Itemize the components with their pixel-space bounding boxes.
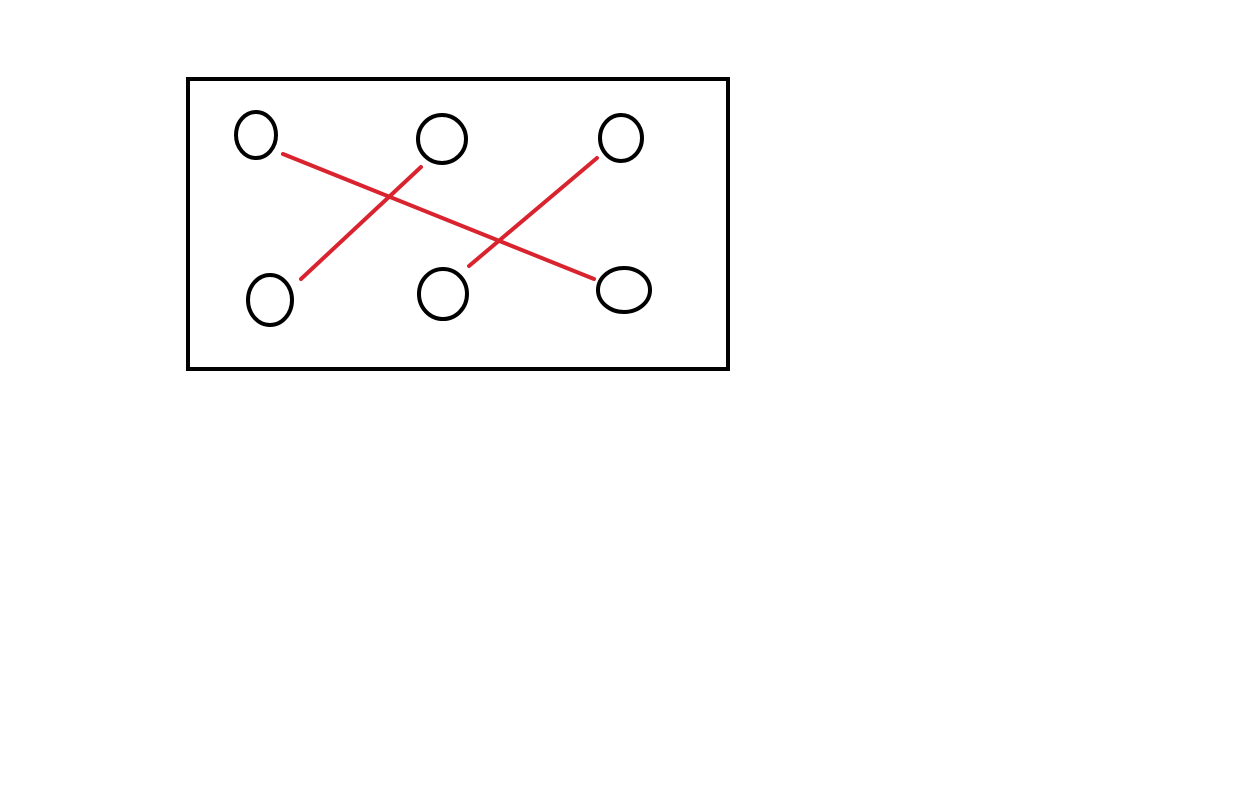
connector-node-top-left-to-node-bottom-right — [281, 152, 596, 281]
node-top-right — [598, 113, 644, 163]
connector-node-top-right-to-node-bottom-middle — [467, 156, 599, 268]
connector-node-top-middle-to-node-bottom-left — [299, 165, 423, 281]
node-top-left — [234, 110, 278, 160]
node-top-middle — [416, 113, 468, 165]
connector-lines — [281, 152, 599, 281]
node-bottom-left — [246, 273, 294, 327]
diagram-nodes — [234, 110, 652, 327]
diagram-frame — [186, 77, 730, 371]
node-bottom-middle — [417, 267, 469, 321]
node-bottom-right — [596, 266, 652, 314]
